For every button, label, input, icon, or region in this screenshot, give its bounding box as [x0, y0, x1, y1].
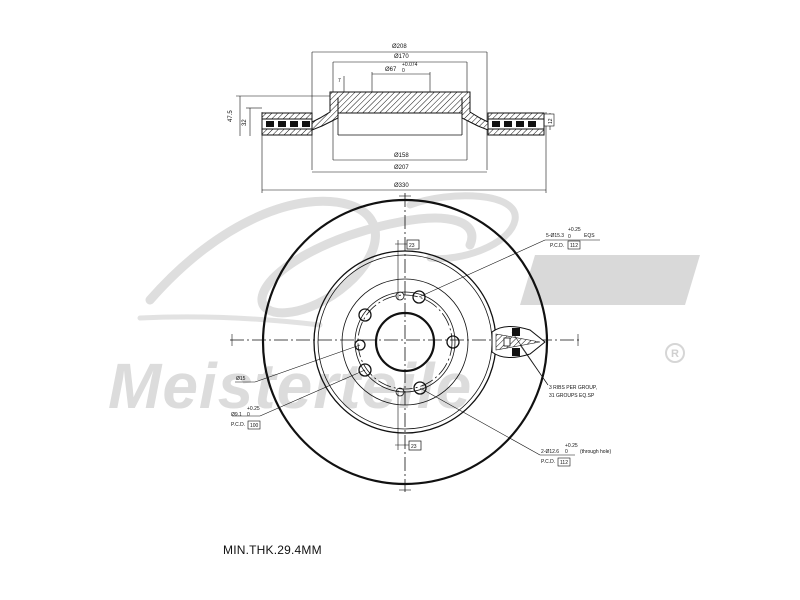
svg-text:2-Ø12.6: 2-Ø12.6: [541, 449, 559, 455]
angle-top: 23: [395, 239, 420, 300]
dim-h32: 32: [242, 107, 262, 136]
svg-text:+0.25: +0.25: [565, 443, 578, 449]
svg-text:23: 23: [409, 243, 415, 249]
svg-text:31 GROUPS EQ.SP: 31 GROUPS EQ.SP: [549, 393, 595, 399]
svg-text:7: 7: [338, 78, 341, 84]
leader-d15: Ø15: [235, 344, 361, 383]
section-view: Ø208 Ø170 Ø67 +0.074 0 7 47.5 32: [228, 44, 555, 193]
bolt-hole: [412, 290, 426, 304]
locating-hole: [395, 387, 405, 397]
svg-text:0: 0: [247, 412, 250, 418]
svg-text:(through hole): (through hole): [580, 449, 611, 455]
svg-text:112: 112: [560, 460, 568, 466]
svg-text:P.C.D.: P.C.D.: [541, 459, 555, 465]
disc-cross-section: [261, 91, 545, 136]
svg-text:+0.074: +0.074: [402, 62, 418, 68]
svg-text:P.C.D.: P.C.D.: [550, 243, 564, 249]
svg-text:23: 23: [411, 444, 417, 450]
svg-text:R: R: [671, 348, 679, 360]
svg-text:+0.25: +0.25: [247, 406, 260, 412]
dim-d67: Ø67 +0.074 0: [372, 62, 430, 75]
vent-slots-left: [266, 121, 310, 127]
svg-text:0: 0: [565, 449, 568, 455]
pin-hole: [354, 339, 366, 351]
min-thickness-note: MIN.THK.29.4MM: [223, 543, 322, 557]
vent-slots-right: [492, 121, 536, 127]
bolt-hole: [446, 335, 460, 349]
leader-bolt-holes: 5-Ø15.3 +0.25 0 EQS P.C.D. 112: [418, 227, 600, 298]
dim-d207: Ø207: [312, 165, 487, 173]
dim-seven: 7: [338, 76, 345, 92]
bolt-holes: [358, 290, 460, 395]
svg-text:+0.25: +0.25: [568, 227, 581, 233]
svg-text:Ø330: Ø330: [394, 183, 409, 189]
dim-d158: Ø158: [333, 153, 467, 161]
svg-text:112: 112: [570, 243, 578, 249]
dim-d330: Ø330: [262, 183, 546, 191]
svg-text:0: 0: [568, 234, 571, 240]
leader-ribs: 3 RIBS PER GROUP, 31 GROUPS EQ.SP: [511, 331, 597, 399]
hub-face: [354, 291, 456, 393]
dim-h12: 12: [543, 113, 555, 130]
svg-text:P.C.D.: P.C.D.: [231, 422, 245, 428]
svg-text:Ø15: Ø15: [236, 376, 246, 382]
svg-text:5-Ø15.3: 5-Ø15.3: [546, 233, 564, 239]
watermark-brand-text: Meisterteile: [108, 350, 472, 422]
hat-shoulder: [341, 278, 469, 406]
bolt-hole: [413, 381, 427, 395]
dim-d208: Ø208: [312, 44, 487, 53]
leader-d126: 2-Ø12.6 +0.25 0 (through hole) P.C.D. 11…: [419, 387, 611, 467]
locating-hole: [395, 291, 405, 301]
svg-text:Ø208: Ø208: [392, 44, 407, 50]
watermark: Meisterteile R: [108, 192, 700, 422]
svg-text:EQS: EQS: [584, 233, 595, 239]
svg-text:12: 12: [548, 118, 554, 124]
angle-bottom: 23: [395, 390, 422, 451]
disc-outer-edge: [261, 198, 549, 486]
dim-d170: Ø170: [333, 54, 467, 63]
pcd-circle: [357, 294, 453, 390]
svg-text:100: 100: [250, 423, 259, 429]
small-holes: [354, 291, 405, 397]
svg-text:Ø67: Ø67: [385, 67, 397, 73]
svg-text:3 RIBS PER GROUP,: 3 RIBS PER GROUP,: [549, 385, 597, 391]
front-view: 23 23 5-Ø15.3 +0.25 0 EQS P.C.D. 112 3 R…: [230, 193, 611, 492]
watermark-logo-swirl: [137, 192, 519, 328]
svg-text:Ø207: Ø207: [394, 165, 409, 171]
svg-text:0: 0: [402, 68, 405, 74]
svg-text:32: 32: [242, 119, 248, 126]
dim-h475: 47.5: [228, 95, 330, 136]
bolt-hole: [358, 363, 372, 377]
svg-text:Ø9.1: Ø9.1: [231, 412, 242, 418]
center-bore: [374, 311, 436, 373]
svg-text:47.5: 47.5: [228, 110, 234, 122]
bolt-hole: [358, 308, 372, 322]
svg-text:Ø158: Ø158: [394, 153, 409, 159]
watermark-registered-mark: R: [665, 343, 685, 363]
leader-d91: Ø9.1 +0.25 0 P.C.D. 100: [231, 369, 366, 430]
watermark-stripes: [520, 255, 700, 305]
svg-text:Ø170: Ø170: [394, 54, 409, 60]
